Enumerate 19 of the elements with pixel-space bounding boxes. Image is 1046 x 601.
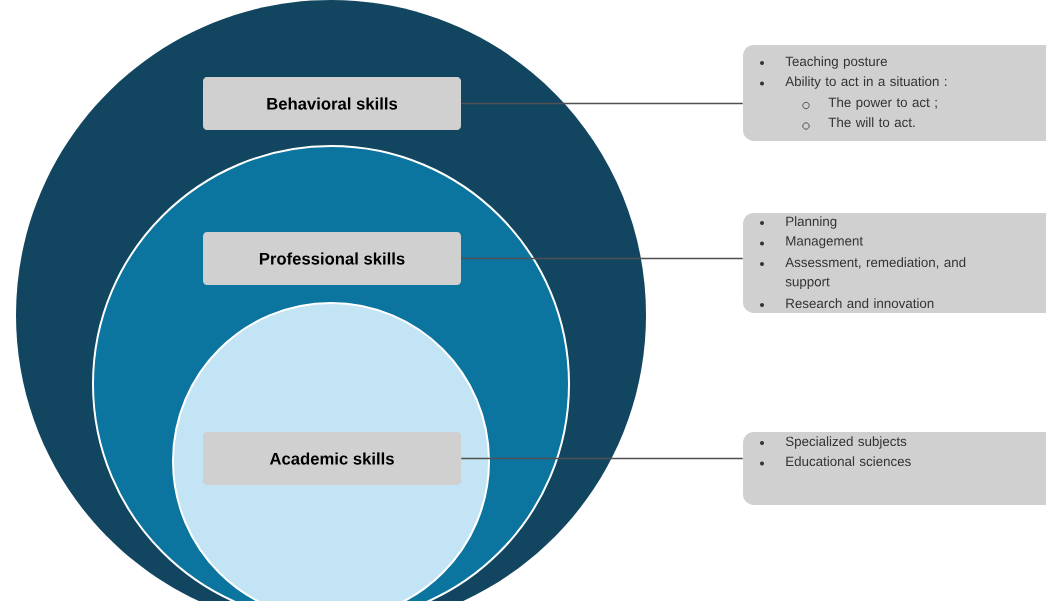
list-item: The will to act. [828,117,915,128]
list-item: Research and innovation [786,298,934,309]
callout-box [743,431,1046,506]
callout-box [743,213,1046,313]
list-item: Specialized subjects [785,436,907,449]
callout-box [743,45,1046,141]
list-item: The power to act ; [828,97,937,110]
list-item: Assessment, remediation, and support [785,257,966,290]
connector-line [460,102,744,105]
label-box: Academic skills [203,431,461,486]
list-item: Management [786,236,863,249]
list-item: Planning [786,216,837,229]
label-box: Professional skills [203,231,461,286]
connector-line [460,457,744,460]
connector-line [460,257,744,260]
label-box: Behavioral skills [203,76,461,131]
list-item: Teaching posture [785,56,887,69]
list-item: Ability to act in a situation : [785,76,947,89]
list-item: Educational sciences [786,456,911,467]
